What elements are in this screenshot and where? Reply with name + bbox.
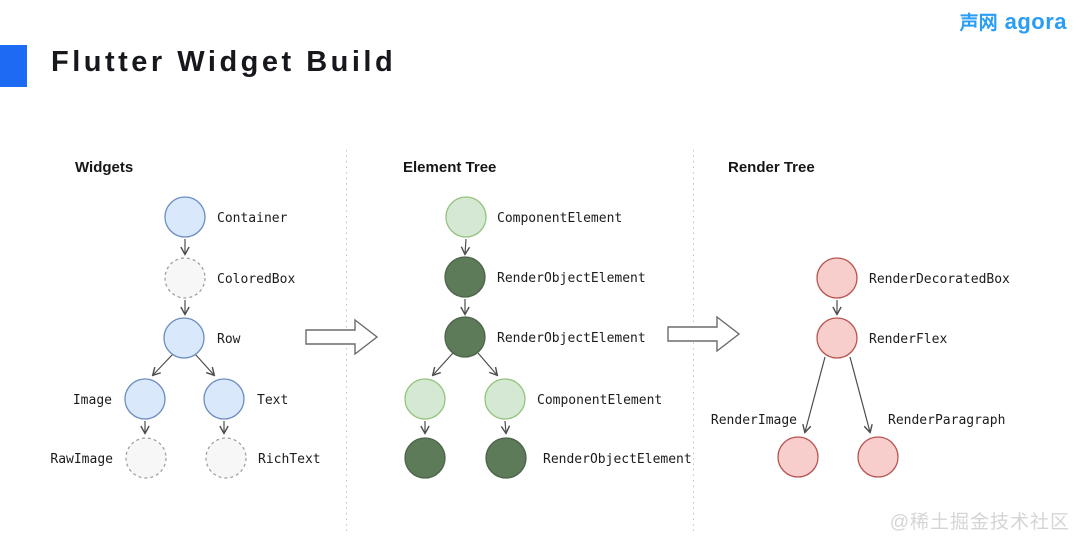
node-renderobjectelement-1 <box>444 256 486 298</box>
widgets-heading: Widgets <box>75 159 133 176</box>
node-rawimage <box>125 437 167 479</box>
node-label-renderobjectelement-2: RenderObjectElement <box>497 331 646 346</box>
node-renderobjectelement-4 <box>485 437 527 479</box>
element-tree: ComponentElement RenderObjectElement Ren… <box>404 196 692 479</box>
node-label-text: Text <box>257 393 288 408</box>
node-coloredbox <box>164 257 206 299</box>
node-renderflex <box>816 317 858 359</box>
edge-row-text <box>194 353 214 375</box>
agora-logo-cn: 声网 <box>959 13 998 34</box>
node-label-rawimage: RawImage <box>50 452 113 467</box>
node-componentelement-1 <box>445 196 487 238</box>
node-componentelement-2 <box>404 378 446 420</box>
render-tree-heading: Render Tree <box>728 159 815 176</box>
edge-row-image <box>153 353 174 375</box>
edge-ce-right-roe <box>505 420 506 433</box>
node-label-coloredbox: ColoredBox <box>217 272 295 287</box>
node-label-componentelement-2: ComponentElement <box>537 393 662 408</box>
page-title: Flutter Widget Build <box>51 46 397 78</box>
flow-arrow-element-to-render <box>667 315 741 353</box>
agora-logo-wordmark: agora <box>1004 8 1067 34</box>
node-label-image: Image <box>73 393 112 408</box>
node-label-renderdecoratedbox: RenderDecoratedBox <box>869 272 1010 287</box>
node-label-renderimage: RenderImage <box>711 413 797 428</box>
node-renderobjectelement-3 <box>404 437 446 479</box>
watermark: @稀土掘金技术社区 <box>889 512 1070 533</box>
flow-arrow-widgets-to-element <box>305 318 379 356</box>
node-label-richtext: RichText <box>258 452 321 467</box>
node-label-componentelement-1: ComponentElement <box>497 211 622 226</box>
element-tree-heading: Element Tree <box>403 159 496 176</box>
node-image <box>124 378 166 420</box>
node-renderimage <box>777 436 819 478</box>
edge-roe2-ce-right <box>477 352 497 375</box>
widgets-tree: Container ColoredBox Row Image Text RawI… <box>50 196 321 479</box>
node-label-container: Container <box>217 211 288 226</box>
node-container <box>164 196 206 238</box>
edge-rflex-rparagraph <box>849 356 870 432</box>
node-row <box>163 317 205 359</box>
node-label-renderflex: RenderFlex <box>869 332 947 347</box>
node-renderparagraph <box>857 436 899 478</box>
node-richtext <box>205 437 247 479</box>
node-renderdecoratedbox <box>816 257 858 299</box>
node-label-renderobjectelement-1: RenderObjectElement <box>497 271 646 286</box>
edge-roe2-ce-left <box>433 352 454 375</box>
edge-rflex-rimage <box>805 356 826 432</box>
node-text <box>203 378 245 420</box>
node-label-renderobjectelement-3: RenderObjectElement <box>543 452 692 467</box>
title-accent-square <box>0 45 27 87</box>
node-renderobjectelement-2 <box>444 316 486 358</box>
node-label-row: Row <box>217 332 241 347</box>
render-tree: RenderDecoratedBox RenderFlex RenderImag… <box>711 257 1010 478</box>
node-label-renderparagraph: RenderParagraph <box>888 413 1005 428</box>
node-componentelement-3 <box>484 378 526 420</box>
edge-ce-roe1 <box>465 238 466 254</box>
agora-logo: 声网 agora <box>960 8 1067 35</box>
